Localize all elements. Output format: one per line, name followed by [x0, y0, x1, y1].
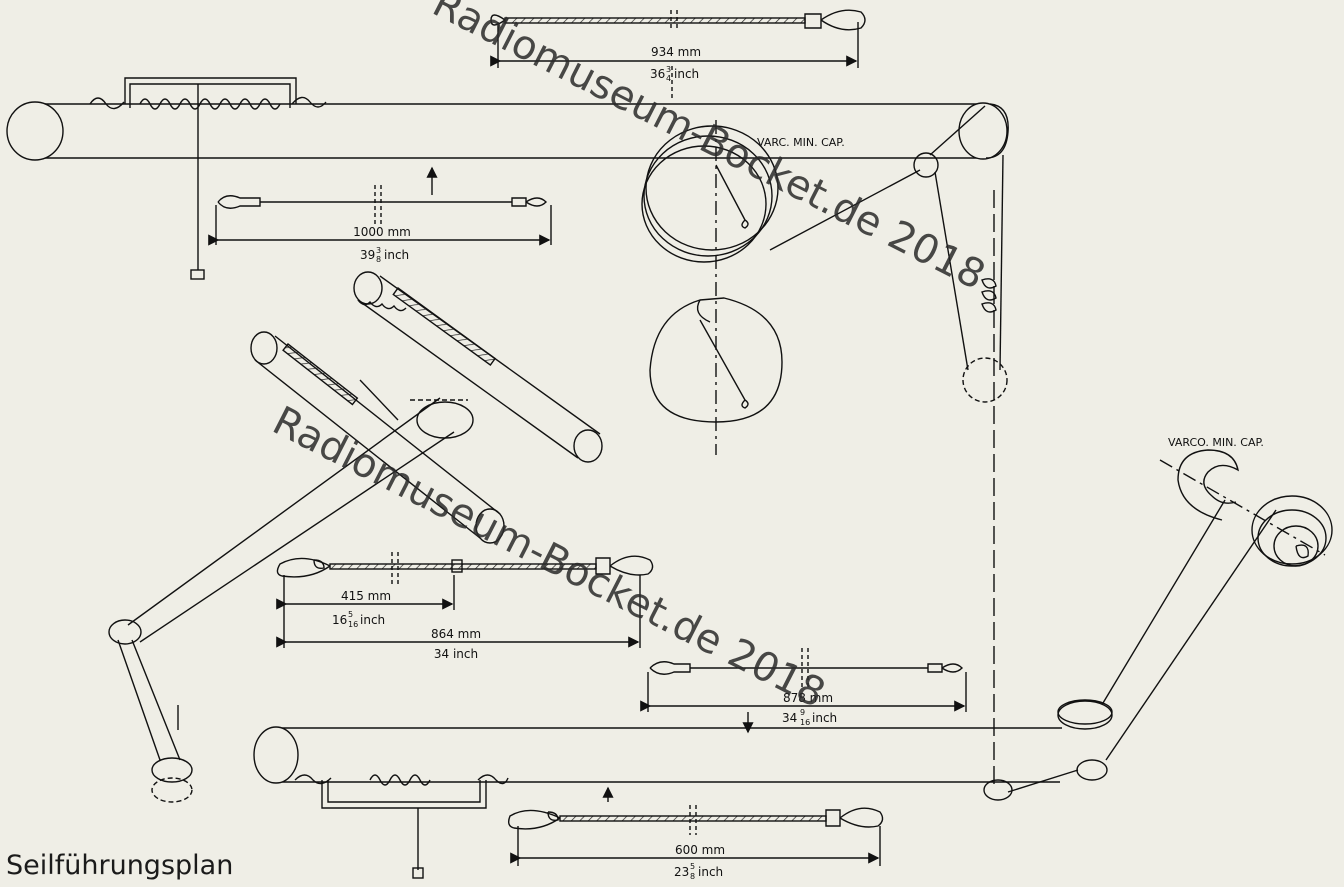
cord-934-inch-den: 4 — [666, 74, 671, 83]
cord-415-inch-den: 16 — [348, 620, 358, 629]
top-capacitor-label: VARC. MIN. CAP. — [757, 136, 845, 149]
cord-600-mm: 600 mm — [675, 843, 725, 857]
cord-600-inch-whole: 23 — [674, 865, 689, 879]
dimension-labels: 934 mm 36 3 4 inch 1000 mm 39 3 8 inch 4… — [332, 45, 837, 881]
cord-415-mm: 415 mm — [341, 589, 391, 603]
bottom-capacitor-label: VARCO. MIN. CAP. — [1168, 436, 1264, 449]
watermark-bottom: Radiomuseum-Bocket.de 2018 — [265, 398, 832, 717]
cord-600-inch-num: 5 — [690, 862, 695, 871]
cord-934-drawing — [490, 9, 866, 100]
bottom-variable-capacitor — [983, 449, 1333, 801]
left-pulley-path — [108, 397, 455, 803]
cord-878-inch-unit: inch — [812, 711, 837, 725]
top-dial-drum — [6, 101, 1009, 161]
bottom-tension-spring — [369, 774, 431, 786]
cord-415-inch-unit: inch — [360, 613, 385, 627]
cord-1000-inch-num: 3 — [376, 246, 381, 255]
tuning-shaft-upper — [353, 271, 603, 463]
cord-934-inch-whole: 36 — [650, 67, 665, 81]
watermark-top: Radiomuseum-Bocket.de 2018 — [425, 0, 992, 299]
cord-878-inch-den: 16 — [800, 718, 810, 727]
cord-600-drawing — [507, 805, 884, 866]
cord-1000-inch-whole: 39 — [360, 248, 375, 262]
right-idler-pulleys — [769, 105, 1008, 790]
cord-1000-mm: 1000 mm — [353, 225, 411, 239]
cord-864-drawing — [276, 552, 654, 648]
cord-1000-drawing — [208, 166, 552, 246]
page-title: Seilführungsplan — [6, 850, 234, 881]
top-variable-capacitor — [641, 120, 783, 455]
cord-878-inch-num: 9 — [800, 708, 805, 717]
cord-1000-inch-unit: inch — [384, 248, 409, 262]
cord-1000-inch-den: 8 — [376, 255, 381, 264]
tuning-shaft-lower — [250, 331, 505, 544]
cord-600-inch-unit: inch — [698, 865, 723, 879]
cord-934-inch-num: 3 — [666, 65, 671, 74]
cord-600-inch-den: 8 — [690, 872, 695, 881]
cord-864-inch: 34 inch — [434, 647, 478, 661]
cord-934-mm: 934 mm — [651, 45, 701, 59]
bottom-pointer-carriage — [294, 774, 614, 879]
cord-878-inch-whole: 34 — [782, 711, 797, 725]
cord-415-inch-num: 5 — [348, 610, 353, 619]
cord-415-inch-whole: 16 — [332, 613, 347, 627]
top-pointer-carriage — [89, 77, 327, 280]
cord-934-inch-unit: inch — [674, 67, 699, 81]
cord-878-mm: 878 mm — [783, 691, 833, 705]
cord-864-mm: 864 mm — [431, 627, 481, 641]
cord-878-drawing — [640, 648, 967, 734]
top-tension-spring — [139, 98, 281, 110]
